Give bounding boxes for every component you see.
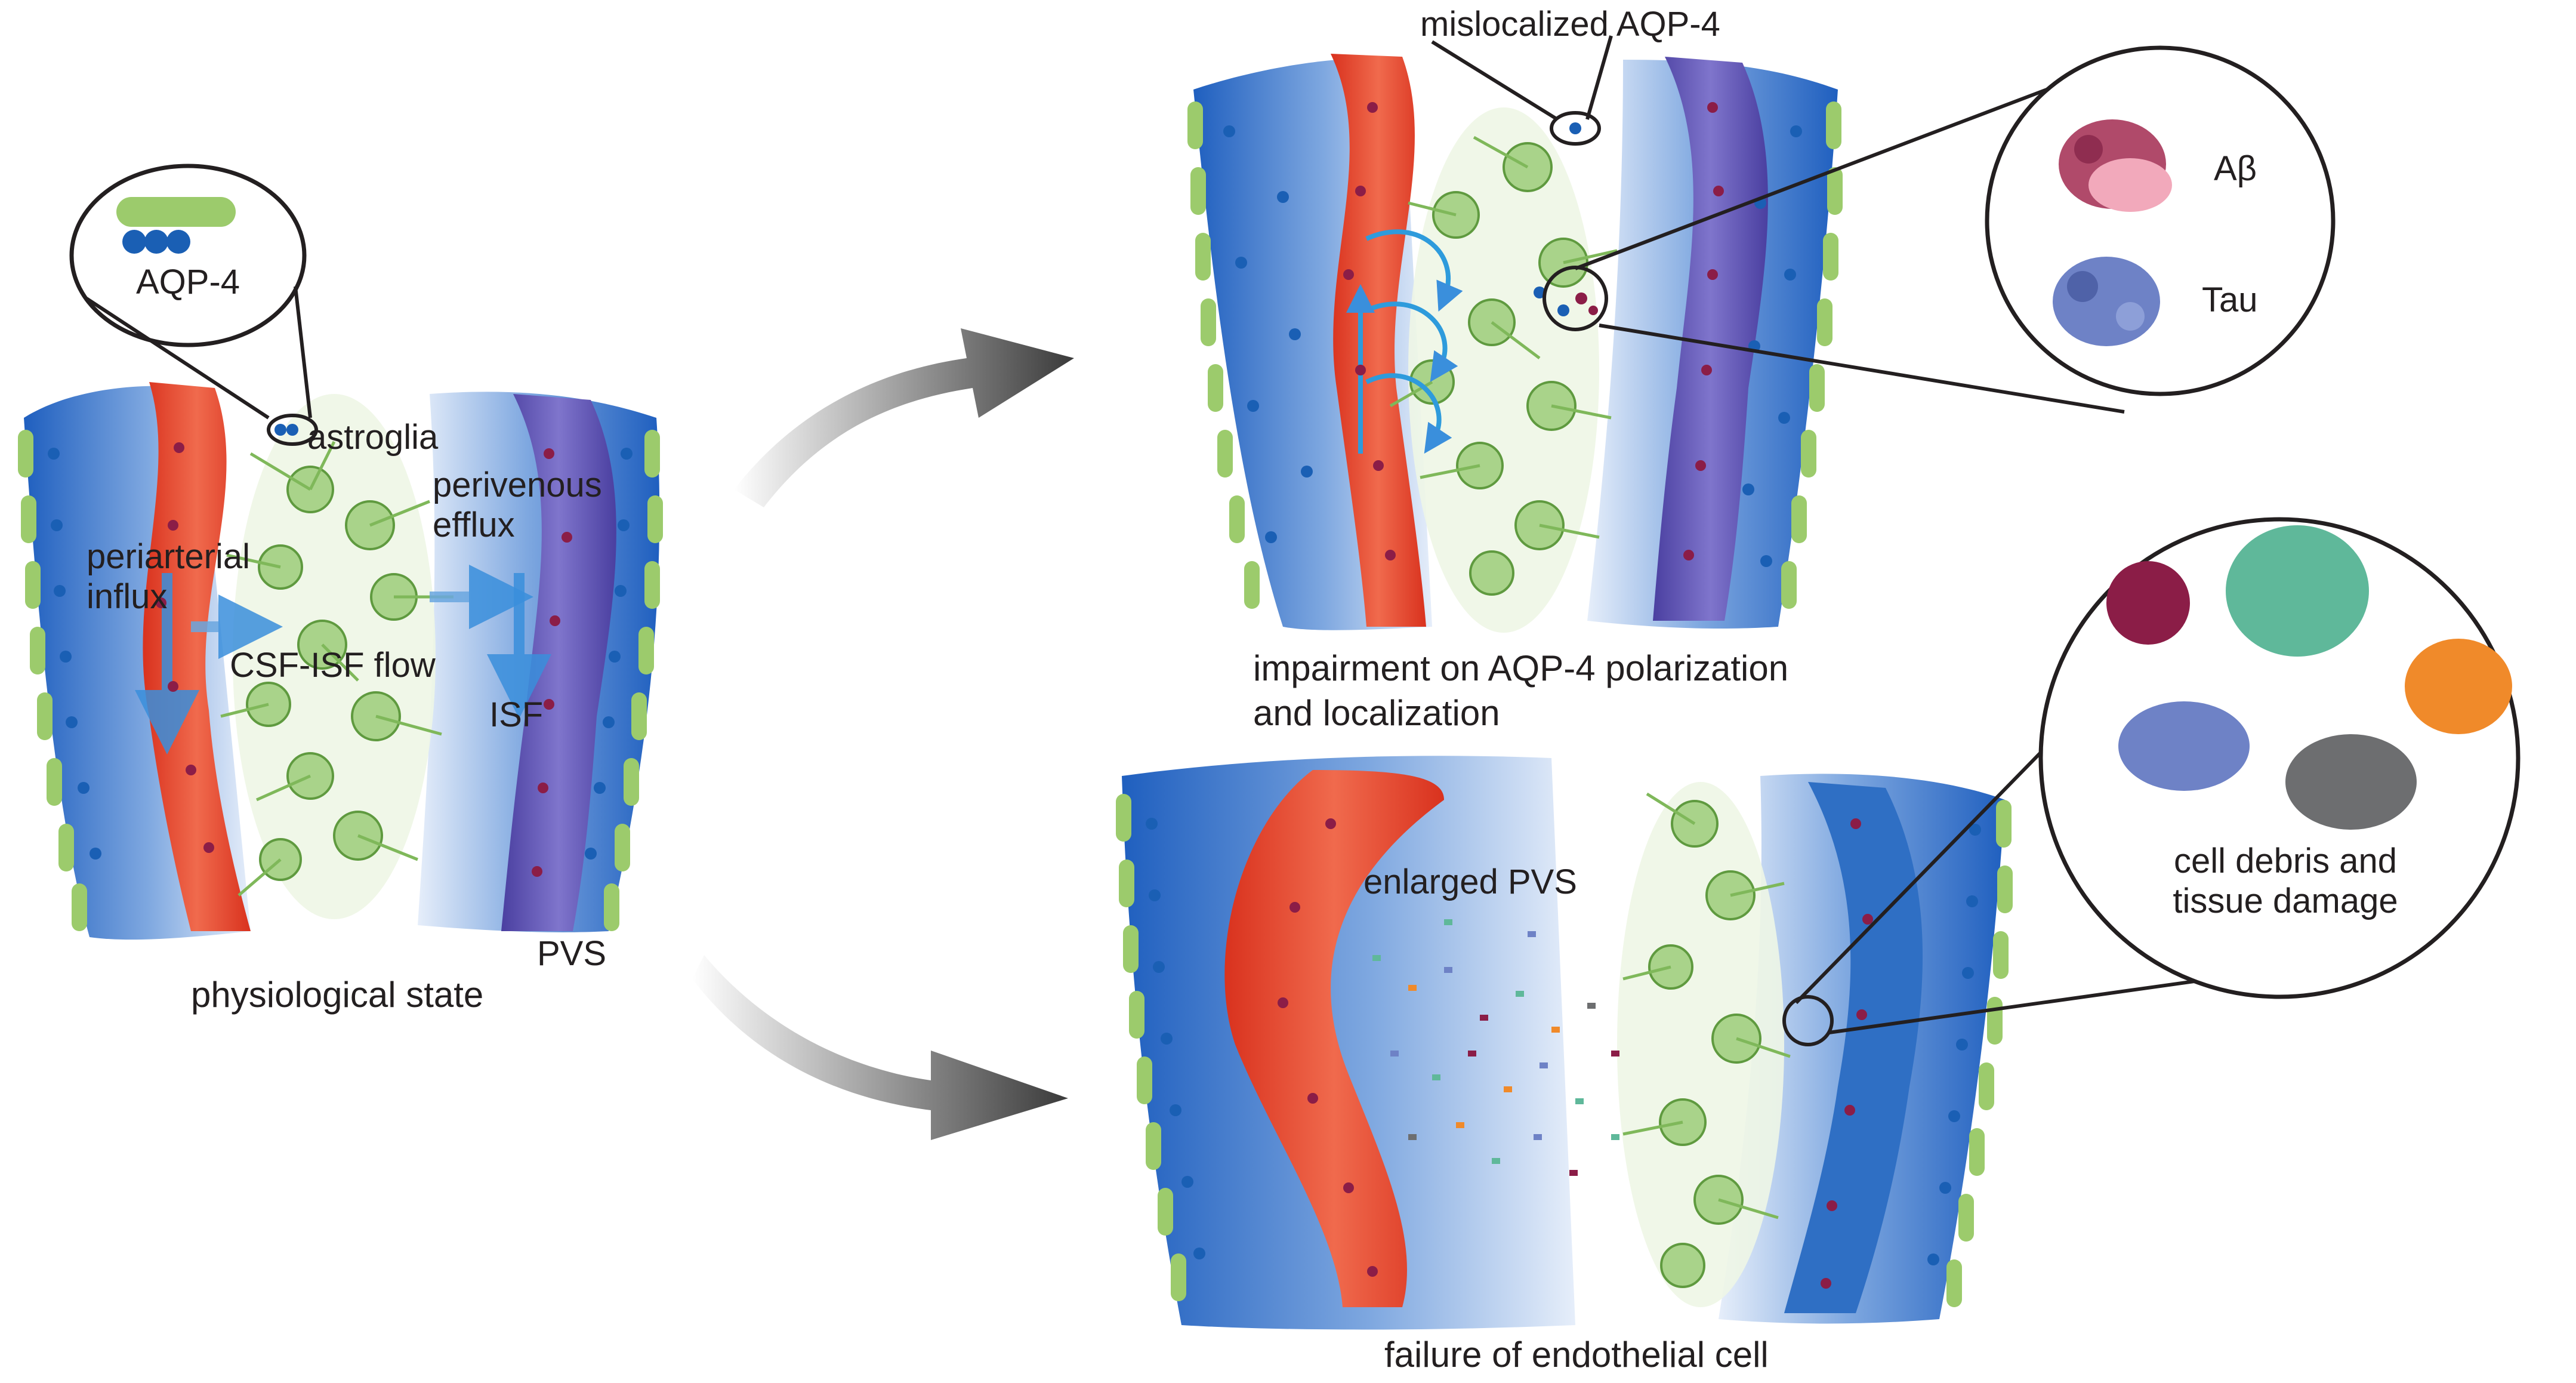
mislocalized-ring: [1550, 111, 1601, 146]
pvs-label: PVS: [537, 934, 607, 973]
enlarged-artery: [1224, 770, 1444, 1307]
mislocalized-aqp4-label: mislocalized AQP-4: [1420, 5, 1720, 44]
astrocyte-cluster-3: [1617, 782, 1791, 1307]
isf-label: ISF: [489, 695, 544, 734]
impaired-flow-arrows: [1346, 229, 1463, 454]
mislocalized-leader: [1431, 40, 1559, 121]
periarterial-influx-label: periarterial influx: [87, 537, 250, 616]
panel-aqp4-impairment: [1187, 35, 2336, 633]
artery-2: [1331, 54, 1426, 627]
endfeet-row-3: [1116, 794, 2013, 1307]
rbc-dots-3: [1278, 818, 1873, 1289]
impairment-caption-line1: impairment on AQP-4 polarization: [1253, 648, 1789, 688]
vein: [501, 394, 616, 931]
endfeet-row-2: [1187, 101, 1843, 609]
physiological-state-caption: physiological state: [191, 975, 484, 1015]
csf-isf-flow-label: CSF-ISF flow: [230, 646, 436, 685]
panel-endothelial-failure: [1116, 517, 2521, 1330]
astrocyte-cluster: [220, 394, 454, 919]
cell-debris-label: cell debris and tissue damage: [2173, 842, 2398, 920]
aqp4-callout: [69, 164, 318, 446]
aqp4-callout-label: AQP-4: [136, 263, 240, 301]
vein-3: [1784, 782, 1923, 1313]
endfeet-row: [18, 430, 663, 931]
enlarged-pvs-label: enlarged PVS: [1363, 863, 1577, 901]
abeta-icon: [2059, 119, 2172, 212]
tau-label: Tau: [2202, 281, 2258, 319]
rbc-dots: [156, 442, 572, 877]
debris-zoom-ring: [1782, 995, 1834, 1046]
artery: [143, 382, 251, 931]
perivenous-efflux-label: perivenous efflux: [433, 466, 602, 544]
aqp4-icon: [122, 230, 146, 254]
transition-arrow-bottom: [692, 955, 1068, 1140]
tau-icon: [2053, 257, 2160, 346]
vein-2: [1653, 57, 1768, 621]
panel-physiological-state: [18, 164, 663, 940]
impairment-caption-line2: and localization: [1253, 693, 1500, 733]
aqp4-dots-3: [1146, 818, 1981, 1265]
failure-endothelial-caption: failure of endothelial cell: [1384, 1335, 1769, 1375]
endfoot-icon: [116, 197, 236, 227]
debris-particles: [1372, 919, 1619, 1176]
aqp4-dots: [48, 424, 633, 860]
astrocyte-cluster-2: [1389, 107, 1618, 633]
debris-protein-icons: [2106, 525, 2512, 830]
rbc-dots-2: [1343, 102, 1724, 560]
protein-callout-circle: [1985, 45, 2336, 396]
transition-arrow-top: [734, 328, 1074, 507]
astroglia-label: astroglia: [307, 418, 439, 457]
abeta-label: Aβ: [2214, 149, 2257, 188]
